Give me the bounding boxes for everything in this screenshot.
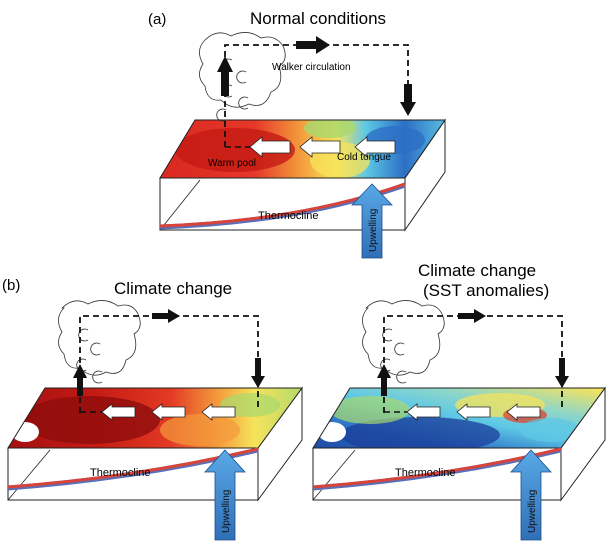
panel-a-warm-pool-label: Warm pool <box>208 158 256 169</box>
panel-b-right-title-1: Climate change <box>418 261 536 280</box>
panel-b-left-sst-surface <box>8 388 302 448</box>
panel-b-left-walker-cell <box>58 300 265 421</box>
panel-b-right-walker-cell <box>362 300 569 421</box>
panel-a-walker-cell <box>199 32 416 147</box>
panel-a-box <box>159 118 446 232</box>
panel-b-right-sst-surface <box>313 388 605 448</box>
panel-a-thermocline-label: Thermocline <box>258 210 319 222</box>
panel-a-walker-label: Walker circulation <box>272 62 351 73</box>
panel-a-title: Normal conditions <box>250 9 386 28</box>
panel-b-right-upwelling-label: Upwelling <box>527 490 538 533</box>
panel-a-upwelling-label: Upwelling <box>368 209 379 252</box>
panel-b-left-upwelling-arrow: Upwelling <box>204 449 246 541</box>
panel-a-label: (a) <box>148 11 166 28</box>
panel-b-left-upwelling-label: Upwelling <box>221 490 232 533</box>
panel-b-left-thermocline-label: Thermocline <box>90 467 151 479</box>
panel-a-upwelling-arrow: Upwelling <box>351 183 393 259</box>
panel-b-right-box <box>312 386 606 502</box>
panel-a-trade-winds <box>225 136 396 158</box>
panel-a-cold-tongue-label: Cold tongue <box>337 152 391 163</box>
panel-b-label: (b) <box>2 277 20 294</box>
panel-b-left-box <box>7 386 303 502</box>
panel-b-right-title-2: (SST anomalies) <box>423 281 549 300</box>
panel-a-sst-surface <box>160 120 445 178</box>
panel-b-left-title: Climate change <box>114 279 232 298</box>
panel-b-right-upwelling-arrow: Upwelling <box>510 449 552 541</box>
panel-b-right-thermocline-label: Thermocline <box>395 467 456 479</box>
